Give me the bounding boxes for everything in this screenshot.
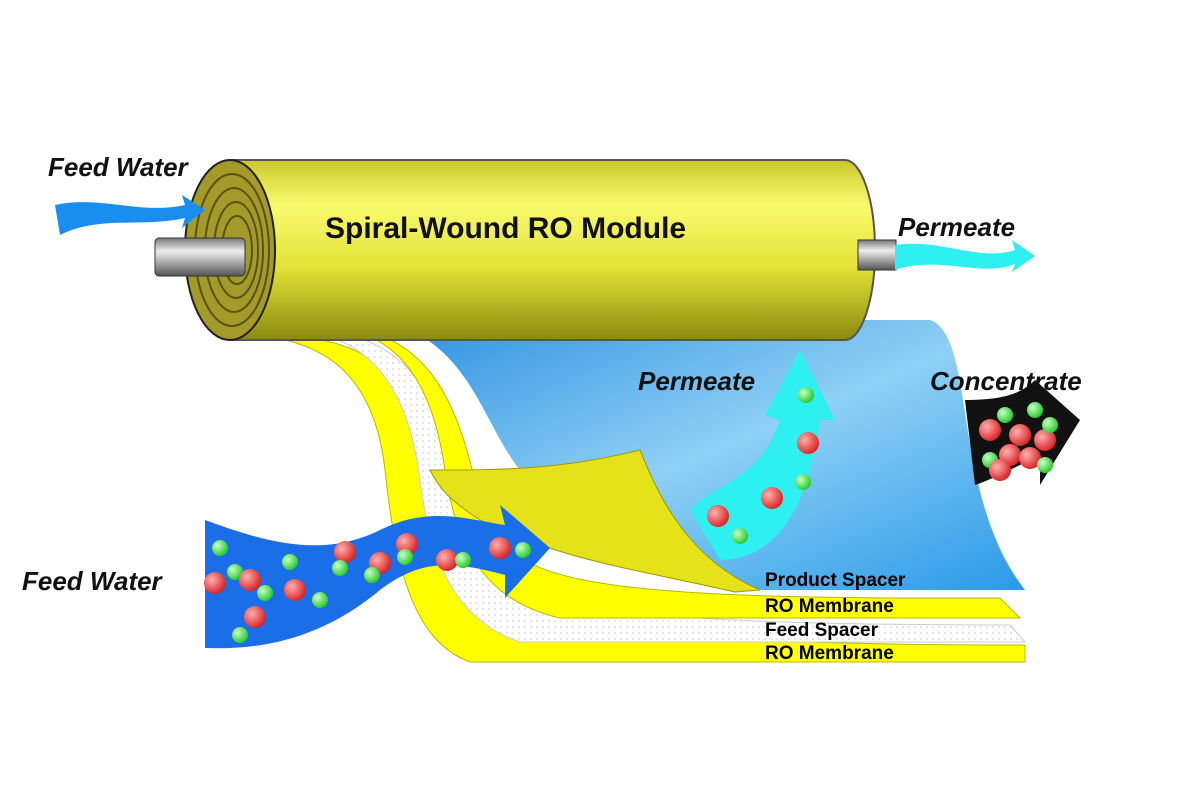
chloride-ion-icon (436, 549, 458, 571)
layer-label-product-spacer: Product Spacer (765, 570, 906, 591)
permeate-arrow-top (895, 240, 1035, 272)
product-spacer-sheet (380, 320, 1025, 590)
layer-label-feed-spacer: Feed Spacer (765, 620, 878, 641)
module-body (229, 159, 876, 341)
feed-water-label-bottom: Feed Water (22, 566, 162, 596)
chloride-ion-icon (1019, 447, 1041, 469)
sodium-ion-icon (1042, 417, 1058, 433)
chloride-ion-icon (1034, 429, 1056, 451)
permeate-pipe (857, 239, 897, 271)
chloride-ion-icon (979, 419, 1001, 441)
membrane-flap (429, 449, 761, 593)
module-title: Spiral-Wound RO Module (325, 212, 687, 245)
sodium-ion-icon (455, 552, 471, 568)
sodium-ion-icon (515, 542, 531, 558)
permeate-label-top: Permeate (898, 212, 1016, 242)
sodium-ion-icon (227, 564, 243, 580)
sodium-ion-icon (364, 567, 380, 583)
sodium-ion-icon (1037, 457, 1053, 473)
layer-label-ro-membrane-2: RO Membrane (765, 643, 894, 664)
sodium-ion-icon (257, 585, 273, 601)
chloride-ion-icon (707, 505, 729, 527)
chloride-ion-icon (244, 606, 266, 628)
sodium-ion-icon (212, 540, 228, 556)
sodium-ion-icon (397, 549, 413, 565)
chloride-ion-icon (396, 533, 418, 555)
sodium-ion-icon (795, 474, 811, 490)
sodium-ion-icon (732, 528, 748, 544)
chloride-ion-icon (204, 572, 226, 594)
permeate-arrow-middle (690, 350, 835, 560)
sodium-ion-icon (1027, 402, 1043, 418)
feed-pipe (154, 237, 246, 277)
chloride-ion-icon (239, 569, 261, 591)
sodium-ion-icon (332, 560, 348, 576)
sodium-ion-icon (282, 554, 298, 570)
sodium-ion-icon (798, 387, 814, 403)
sodium-ion-icon (312, 592, 328, 608)
chloride-ion-icon (1009, 424, 1031, 446)
feed-water-arrow-top (55, 195, 205, 235)
chloride-ion-icon (761, 487, 783, 509)
chloride-ion-icon (284, 579, 306, 601)
sodium-ion-icon (232, 627, 248, 643)
chloride-ion-icon (989, 459, 1011, 481)
layer-label-ro-membrane-1: RO Membrane (765, 596, 894, 617)
permeate-label-middle: Permeate (638, 366, 756, 396)
sodium-ion-icon (997, 407, 1013, 423)
chloride-ion-icon (797, 432, 819, 454)
chloride-ion-icon (334, 541, 356, 563)
chloride-ion-icon (489, 537, 511, 559)
concentrate-label: Concentrate (930, 366, 1082, 396)
feed-water-label-top: Feed Water (48, 152, 188, 182)
